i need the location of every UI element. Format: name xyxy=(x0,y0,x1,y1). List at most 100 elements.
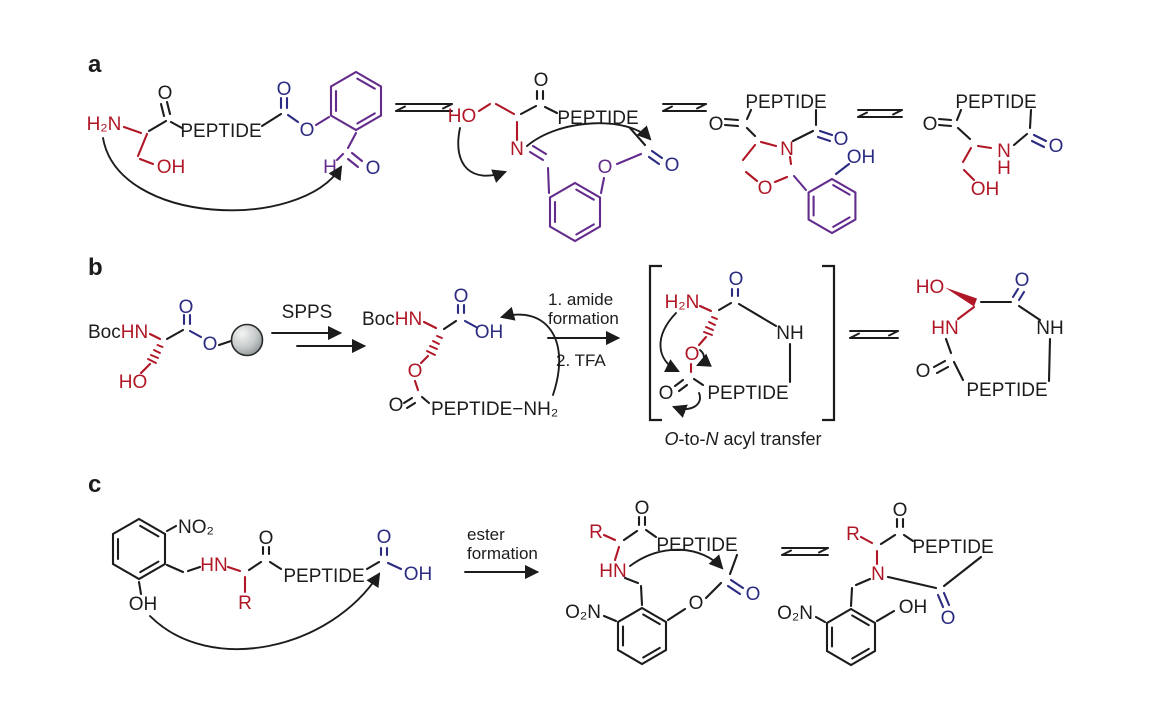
bochn-label: BocHN xyxy=(362,309,422,330)
atom-oh: OH xyxy=(404,564,433,585)
panel-c-structure-1-shape xyxy=(386,561,403,571)
panel-a-structure-2-shape xyxy=(615,152,643,166)
hashed-wedge-bond xyxy=(147,344,164,364)
panel-a-structure-4-shape xyxy=(955,108,963,122)
atom-oh: OH xyxy=(129,594,158,615)
panel-c-structure-2-shape xyxy=(726,584,742,596)
panel-a-structure-3-shape xyxy=(745,108,753,121)
atom-ho: HO xyxy=(448,106,477,127)
atom-o: O xyxy=(923,114,938,135)
peptide-label: PEPTIDE xyxy=(180,121,261,142)
panel-a-structure-3-shape xyxy=(834,162,851,176)
panel-a-structure-3-shape xyxy=(832,184,851,196)
atom-o: O xyxy=(389,395,404,416)
atom-o: O xyxy=(916,361,931,382)
step-text-1: 1. amide xyxy=(548,290,613,309)
panel-c-structure-3-shape xyxy=(875,609,896,623)
panel-c-structure-2-shape xyxy=(642,646,661,659)
curved-arrow-amine-to-aldehyde xyxy=(102,137,343,212)
panel-c-structure-3-shape xyxy=(942,591,951,607)
panel-a-structure-3-shape xyxy=(759,140,778,148)
atom-o: O xyxy=(709,114,724,135)
hashed-wedge-bond xyxy=(426,335,443,356)
step-text-2: formation xyxy=(548,309,619,328)
acyl-transfer-caption-shape: O xyxy=(664,429,678,449)
panel-b-structure-2-shape xyxy=(463,319,478,329)
panel-b-label: b xyxy=(88,254,103,281)
panel-c-structure-2-shape xyxy=(602,533,617,542)
atom-o: O xyxy=(158,83,173,104)
hashed-wedge-bond-shape xyxy=(711,316,718,320)
hashed-wedge-bond-shape xyxy=(150,354,159,359)
equilibrium-arrow-shape xyxy=(696,103,707,110)
panel-a-structure-2-shape xyxy=(519,104,538,116)
ester-formation-step: ester formation xyxy=(464,525,540,580)
equilibrium-arrow xyxy=(662,103,707,112)
panel-a-structure-2-shape xyxy=(650,149,664,160)
panel-c-structure-2-shape xyxy=(728,553,739,576)
panel-c-structure-2-shape xyxy=(639,584,644,607)
atom-o: O xyxy=(1015,270,1030,291)
panel-c-structure-3: R O PEPTIDE N O₂N OH O xyxy=(777,500,994,667)
panel-a-structure-2-shape xyxy=(575,223,595,236)
panel-a-structure-3-shape xyxy=(832,216,851,228)
curved-arrow-n-to-ester xyxy=(629,548,724,570)
atom-o: O xyxy=(454,286,469,307)
panel-c-structure-1-shape xyxy=(365,560,381,571)
panel-b-structure-3-shape xyxy=(697,335,708,347)
panel-a-structure-4-shape xyxy=(1012,132,1029,147)
panel-a-structure-1-shape xyxy=(286,113,300,124)
equilibrium-arrow-shape xyxy=(857,111,868,118)
panel-c-structure-2-shape xyxy=(602,614,618,623)
panel-a-structure-2-shape xyxy=(531,144,548,156)
atom-o: O xyxy=(377,527,392,548)
acyl-transfer-caption-shape: N xyxy=(705,429,719,449)
panel-b: b BocHN HO O O SPPS xyxy=(88,254,1064,449)
panel-c-structure-2-shape xyxy=(729,578,745,590)
benzene-ring xyxy=(807,177,857,235)
curved-arrow-amine-attack xyxy=(659,312,680,372)
panel-c-structure-2: R O PEPTIDE HN O₂N O O xyxy=(565,498,760,666)
panel-b-structure-2-shape xyxy=(442,319,458,331)
atom-o2n: O₂N xyxy=(565,602,601,623)
atom-h2n: H₂N xyxy=(87,114,122,135)
equilibrium-arrow-shape xyxy=(395,105,406,112)
atom-hn: HN xyxy=(931,318,958,339)
panel-b-structure-3-shape xyxy=(677,383,689,393)
bochn-label-shape: Boc xyxy=(362,309,395,330)
acyl-transfer-caption: O-to-N acyl transfer xyxy=(664,429,821,449)
panel-b-structure-4-shape xyxy=(1047,337,1052,383)
panel-a-structure-4-shape xyxy=(962,168,976,182)
peptide-nh2-label: PEPTIDE−NH₂ xyxy=(431,399,558,420)
panel-c-structure-2-shape xyxy=(666,607,687,622)
atom-oh: OH xyxy=(899,597,928,618)
panel-a-structure-1-shape xyxy=(138,157,155,166)
bochn-label-shape: HN xyxy=(395,309,422,330)
acyl-transfer-caption-shape: -to- xyxy=(678,429,705,449)
peptide-label: PEPTIDE xyxy=(707,383,788,404)
panel-a-structure-3-shape xyxy=(818,129,834,137)
panel-a-structure-1-shape xyxy=(122,125,143,135)
atom-o: O xyxy=(203,334,218,355)
panel-b-structure-3: H₂N O NH O O PEPTIDE xyxy=(659,269,804,418)
panel-b-structure-1: BocHN HO O O xyxy=(88,297,264,393)
step-text-3: 2. TFA xyxy=(556,351,606,370)
panel-b-structure-1-shape xyxy=(148,332,162,341)
peptide-label: PEPTIDE xyxy=(283,566,364,587)
panel-c-structure-1-shape xyxy=(268,560,283,571)
panel-a-structure-3-shape xyxy=(816,135,832,143)
atom-o: O xyxy=(534,70,549,91)
atom-oh: OH xyxy=(971,179,1000,200)
peptide-label: PEPTIDE xyxy=(745,92,826,113)
panel-a-structure-2-shape xyxy=(647,155,661,166)
panel-a-structure-3-shape xyxy=(791,129,815,143)
benzene-ring xyxy=(548,181,602,243)
atom-o: O xyxy=(1049,136,1064,157)
panel-a-structure-3-shape xyxy=(792,174,808,192)
hashed-wedge-bond-shape xyxy=(705,326,714,331)
panel-c-structure-3-shape xyxy=(886,575,938,590)
equilibrium-arrow xyxy=(395,103,453,112)
atom-o: O xyxy=(893,500,908,521)
